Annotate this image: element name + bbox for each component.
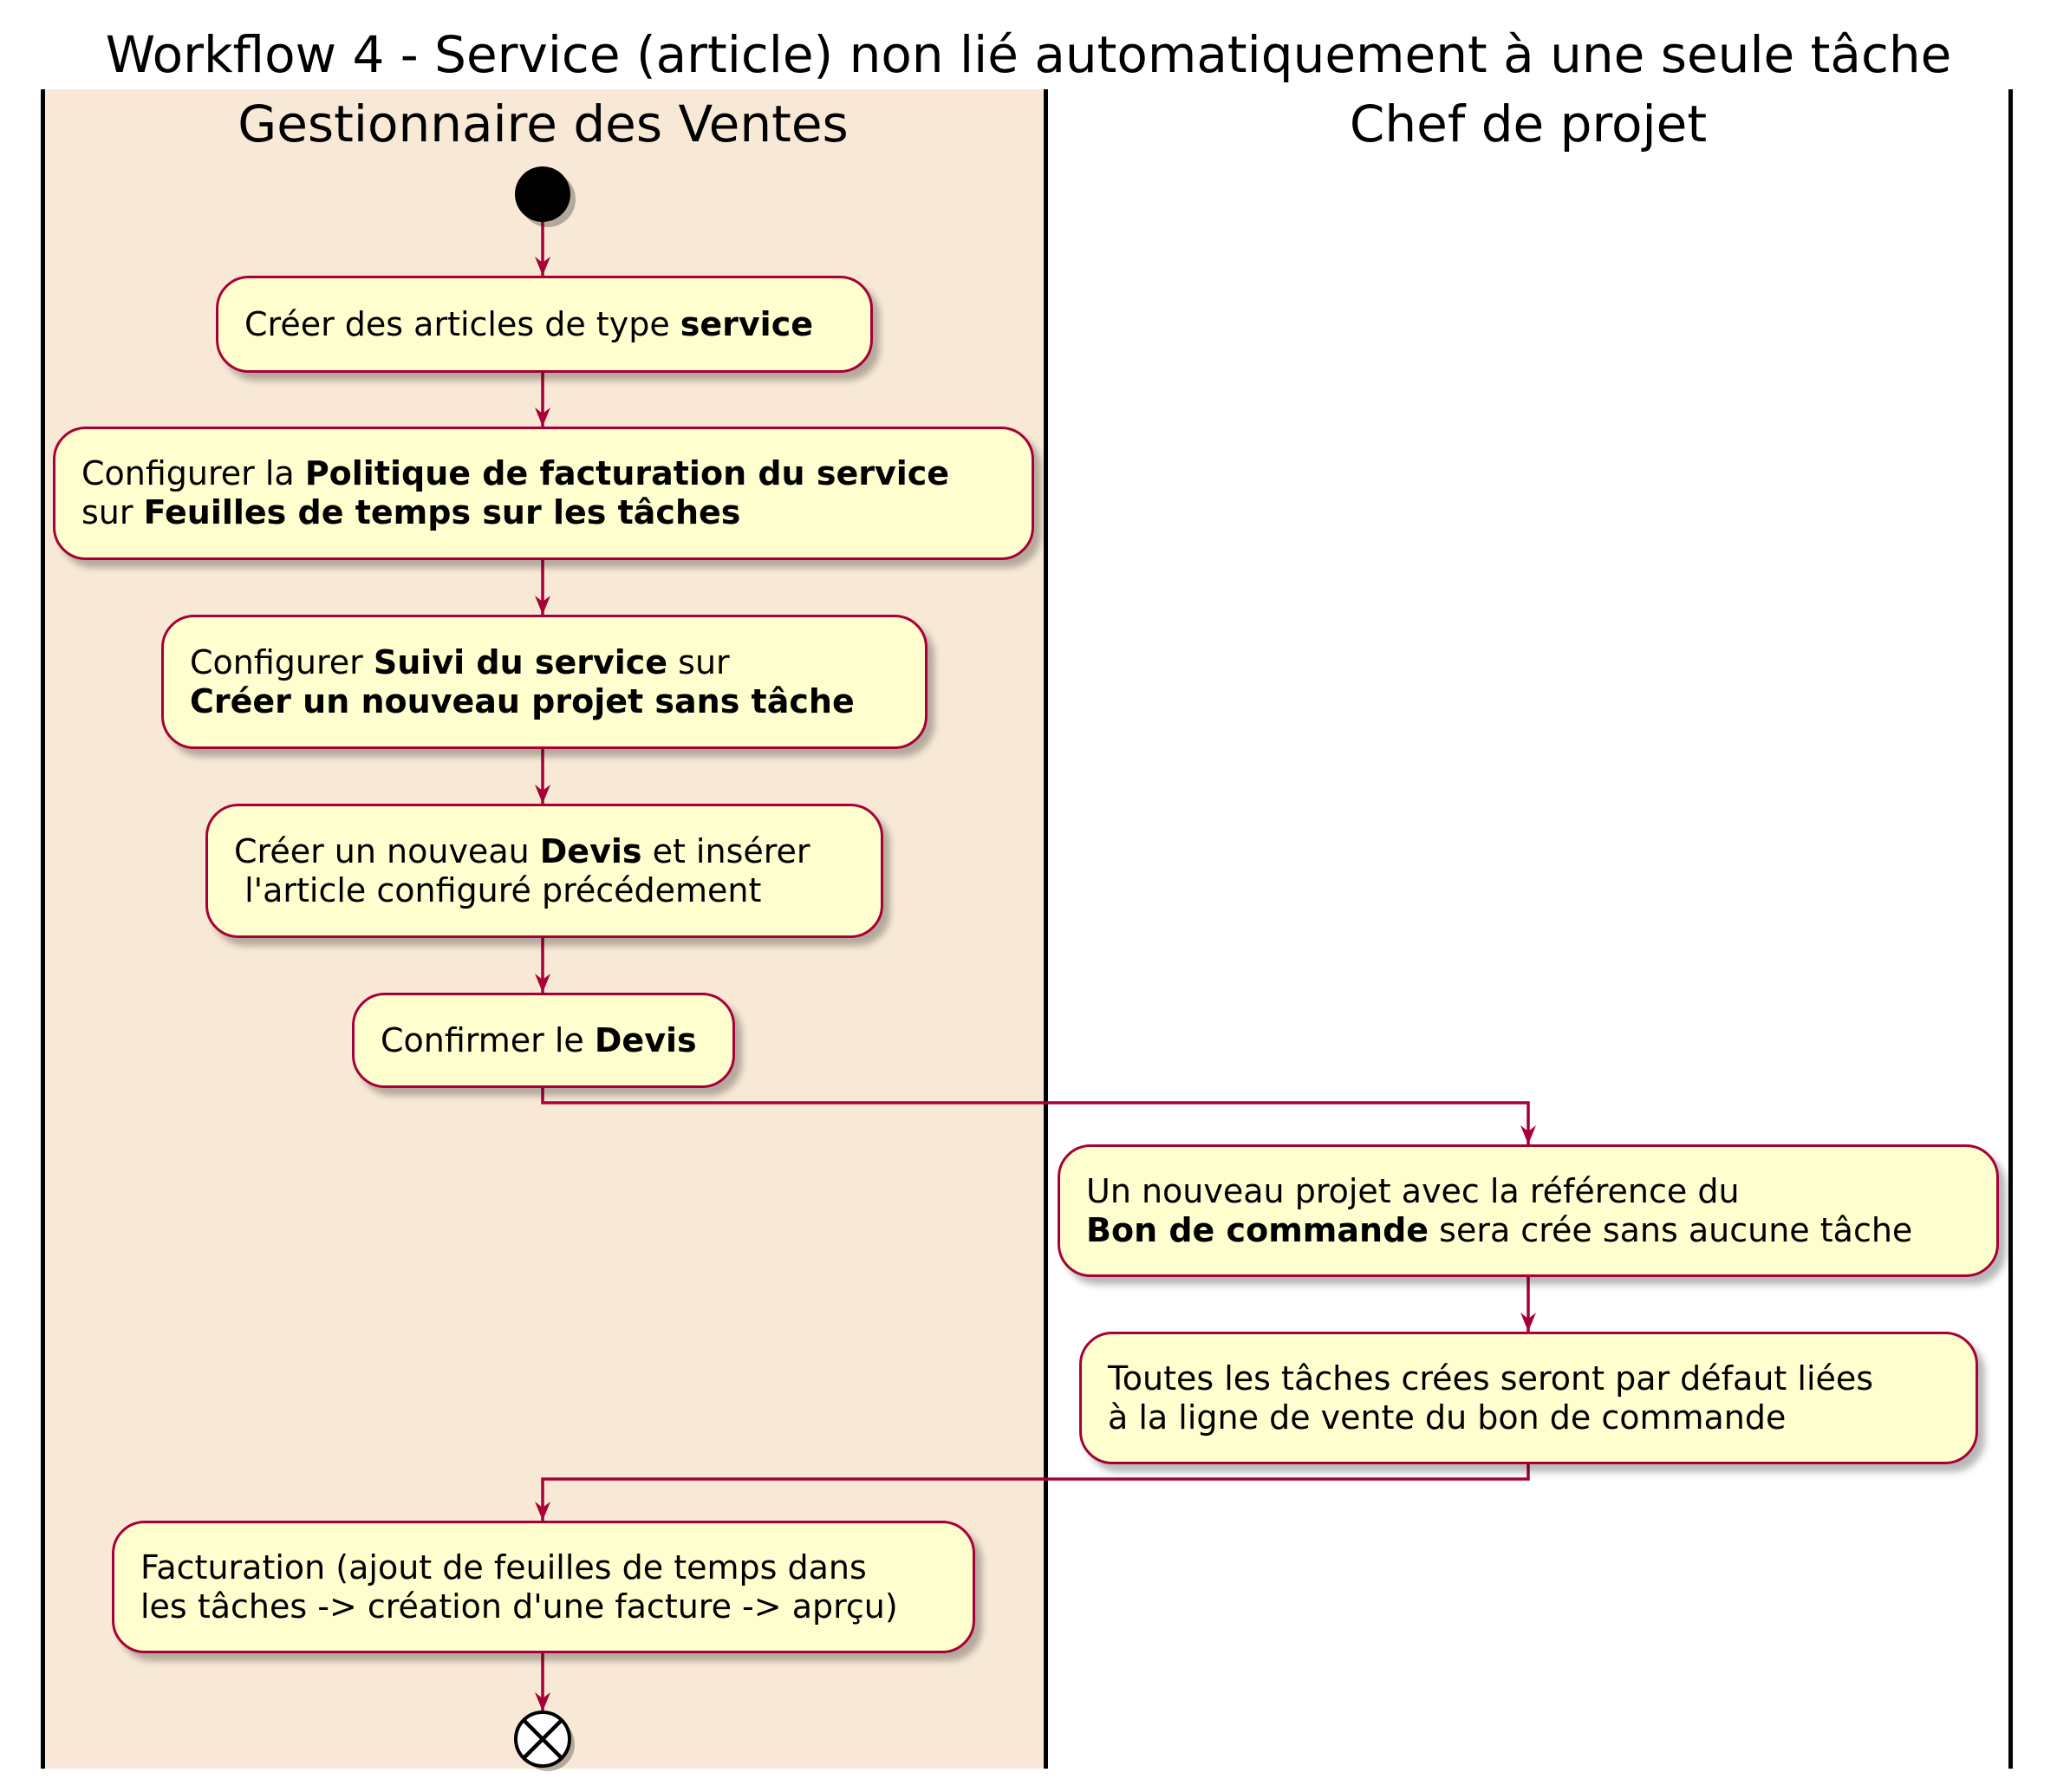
activity-text-bold: Suivi du service [373, 642, 668, 681]
activity-text-line: Toutes les tâches crées seront par défau… [1108, 1359, 1950, 1398]
lane-title-chef-de-projet: Chef de projet [1349, 94, 1708, 153]
lane-divider-left [41, 89, 45, 1769]
lane-divider-middle [1044, 89, 1048, 1769]
activity-text-line: à la ligne de vente du bon de commande [1108, 1398, 1950, 1437]
end-node [514, 1711, 575, 1771]
activity-text: sur [667, 642, 730, 681]
activity-create-quotation: Créer un nouveau Devis et insérer l'arti… [205, 804, 883, 938]
activity-text: Créer des articles de type [244, 304, 680, 343]
activity-text-bold: Bon de commande [1086, 1210, 1429, 1249]
activity-text-line: Créer des articles de type service [244, 305, 844, 344]
activity-text-line: Créer un nouveau Devis et insérer [234, 832, 855, 871]
activity-text-bold: Créer un nouveau projet sans tâche [190, 681, 855, 720]
activity-text: Facturation (ajout de feuilles de temps … [140, 1548, 867, 1587]
activity-confirm-quotation: Confirmer le Devis [352, 993, 735, 1088]
activity-tasks-linked-to-sale-line: Toutes les tâches crées seront par défau… [1079, 1332, 1978, 1464]
activity-configure-invoicing-policy: Configurer la Politique de facturation d… [53, 427, 1034, 560]
activity-text: et insérer [641, 831, 810, 870]
activity-text-line: sur Feuilles de temps sur les tâches [81, 493, 1006, 532]
activity-text-line: les tâches -> création d'une facture -> … [140, 1587, 947, 1626]
activity-text-line: Configurer la Politique de facturation d… [81, 454, 1006, 493]
activity-text: sera crée sans aucune tâche [1429, 1210, 1913, 1249]
diagram-title: Workflow 4 - Service (article) non lié a… [105, 25, 1952, 84]
activity-text-bold: service [680, 304, 814, 343]
arrow-activity-7-to-8 [535, 1464, 1530, 1521]
activity-text-line: Un nouveau projet avec la référence du [1086, 1172, 1970, 1211]
activity-text-bold: Politique de facturation du service [304, 454, 950, 492]
swimlane-chef-de-projet [1046, 89, 2010, 1769]
activity-text-line: Bon de commande sera crée sans aucune tâ… [1086, 1211, 1970, 1250]
activity-invoicing: Facturation (ajout de feuilles de temps … [112, 1521, 975, 1653]
activity-text-bold: Devis [594, 1020, 697, 1059]
activity-text: Configurer [190, 642, 374, 681]
activity-text: Configurer la [81, 454, 305, 492]
activity-text-line: Confirmer le Devis [381, 1021, 706, 1060]
activity-text-line: Créer un nouveau projet sans tâche [190, 682, 899, 721]
activity-text: l'article configuré précédement [234, 870, 762, 909]
lane-title-gestionnaire-des-ventes: Gestionnaire des Ventes [238, 94, 849, 153]
activity-text-bold: Feuilles de temps sur les tâches [143, 493, 741, 531]
activity-text-line: Facturation (ajout de feuilles de temps … [140, 1548, 947, 1587]
activity-text-line: Configurer Suivi du service sur [190, 643, 899, 682]
activity-text-line: l'article configuré précédement [234, 871, 855, 910]
activity-text-bold: Devis [539, 831, 642, 870]
activity-create-service-articles: Créer des articles de type service [216, 276, 873, 373]
lane-divider-right [2008, 89, 2013, 1769]
activity-text: les tâches -> création d'une facture -> … [140, 1587, 898, 1626]
activity-text: Toutes les tâches crées seront par défau… [1108, 1359, 1874, 1398]
activity-text: sur [81, 493, 144, 531]
arrow-activity-5-to-6 [541, 1088, 1536, 1144]
activity-text: Un nouveau projet avec la référence du [1086, 1171, 1740, 1210]
activity-text: à la ligne de vente du bon de commande [1108, 1398, 1787, 1437]
activity-text: Confirmer le [381, 1020, 595, 1059]
activity-text: Créer un nouveau [234, 831, 540, 870]
